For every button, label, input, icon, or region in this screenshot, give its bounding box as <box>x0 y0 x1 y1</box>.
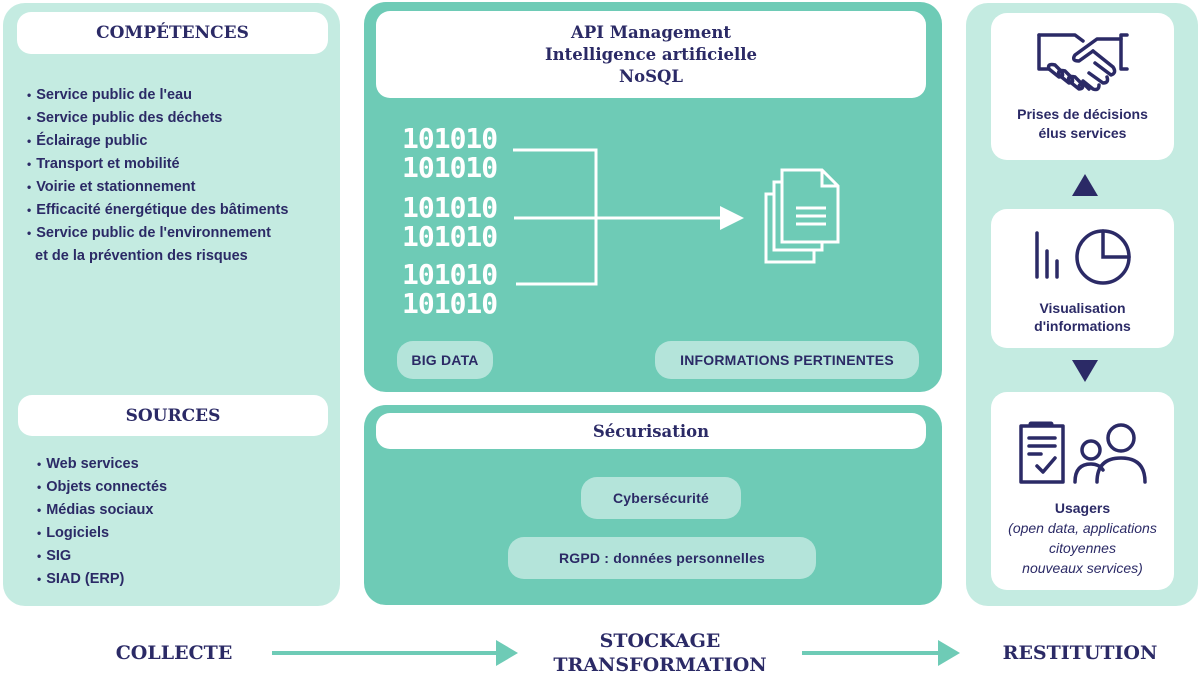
visualisation-card: Visualisation d'informations <box>991 209 1174 348</box>
step-transformation-label: TRANSFORMATION <box>553 654 767 676</box>
securisation-title: Sécurisation <box>376 413 926 449</box>
clipboard-users-icon <box>1018 421 1147 484</box>
triangle-up-icon <box>1072 174 1098 196</box>
list-item: Transport et mobilité <box>27 153 288 176</box>
triangle-down-icon <box>1072 360 1098 382</box>
decisions-line: Prises de décisions <box>1017 106 1148 122</box>
cybersecurite-badge: Cybersécurité <box>581 477 741 519</box>
binary-row: 101010 <box>402 258 498 291</box>
binary-row: 101010 <box>402 220 498 253</box>
list-item: Web services <box>37 453 167 476</box>
list-item: Médias sociaux <box>37 499 167 522</box>
binary-row: 101010 <box>402 191 498 224</box>
sources-list: Web services Objets connectés Médias soc… <box>37 453 167 591</box>
step-collecte-label: COLLECTE <box>115 642 233 664</box>
securisation-title-text: Sécurisation <box>592 421 710 441</box>
informations-pertinentes-badge: INFORMATIONS PERTINENTES <box>655 341 919 379</box>
usagers-card: Usagers (open data, applications citoyen… <box>991 392 1174 590</box>
usagers-detail-line: (open data, applications <box>1008 520 1157 536</box>
binary-row: 101010 <box>402 151 498 184</box>
list-item: Service public de l'environnement <box>27 222 288 245</box>
usagers-title: Usagers <box>1054 500 1111 516</box>
cybersecurite-label: Cybersécurité <box>613 490 709 506</box>
list-item: Service public des déchets <box>27 107 288 130</box>
flow-arrow-icon <box>272 640 518 666</box>
merge-arrow-icon <box>513 148 744 286</box>
informations-label: INFORMATIONS PERTINENTES <box>680 352 894 368</box>
header-line: API Management <box>571 22 731 42</box>
rgpd-label: RGPD : données personnelles <box>558 550 766 566</box>
usagers-detail-line: nouveaux services) <box>1022 560 1143 576</box>
technologies-header: API Management Intelligence artificielle… <box>376 11 926 98</box>
documents-stack-icon <box>764 168 840 264</box>
step-stockage-transformation: STOCKAGE TRANSFORMATION <box>540 629 780 677</box>
binary-data-icon: 101010 101010 <box>402 258 498 320</box>
usagers-detail-line: citoyennes <box>1049 540 1116 556</box>
list-item: Objets connectés <box>37 476 167 499</box>
visualisation-line: Visualisation <box>1039 300 1126 316</box>
binary-row: 101010 <box>402 122 498 155</box>
step-collecte: COLLECTE <box>100 641 248 665</box>
binary-data-icon: 101010 101010 <box>402 191 498 253</box>
flow-arrow-icon <box>802 640 960 666</box>
sources-title: SOURCES <box>18 395 328 436</box>
competences-title-text: COMPÉTENCES <box>96 23 249 43</box>
handshake-icon <box>1036 33 1129 92</box>
list-item: SIG <box>37 545 167 568</box>
big-data-label: BIG DATA <box>411 352 479 368</box>
list-item: SIAD (ERP) <box>37 568 167 591</box>
step-restitution: RESTITUTION <box>990 641 1170 665</box>
visualisation-line: d'informations <box>1034 318 1131 334</box>
decisions-line: élus services <box>1038 125 1127 141</box>
sources-title-text: SOURCES <box>125 405 221 426</box>
list-item-continuation: et de la prévention des risques <box>35 248 248 264</box>
list-item: Logiciels <box>37 522 167 545</box>
header-line: Intelligence artificielle <box>544 44 758 64</box>
rgpd-badge: RGPD : données personnelles <box>508 537 816 579</box>
list-item: Efficacité énergétique des bâtiments <box>27 199 288 222</box>
step-restitution-label: RESTITUTION <box>1002 642 1158 664</box>
chart-pie-icon <box>1034 229 1131 285</box>
step-stockage-label: STOCKAGE <box>599 630 721 652</box>
competences-title: COMPÉTENCES <box>17 12 328 54</box>
list-item: Service public de l'eau <box>27 84 288 107</box>
decisions-card: Prises de décisions élus services <box>991 13 1174 160</box>
competences-list: Service public de l'eau Service public d… <box>27 84 288 268</box>
binary-row: 101010 <box>402 287 498 320</box>
list-item: Voirie et stationnement <box>27 176 288 199</box>
header-line: NoSQL <box>619 66 683 86</box>
list-item: Éclairage public <box>27 130 288 153</box>
big-data-badge: BIG DATA <box>397 341 493 379</box>
binary-data-icon: 101010 101010 <box>402 122 498 184</box>
